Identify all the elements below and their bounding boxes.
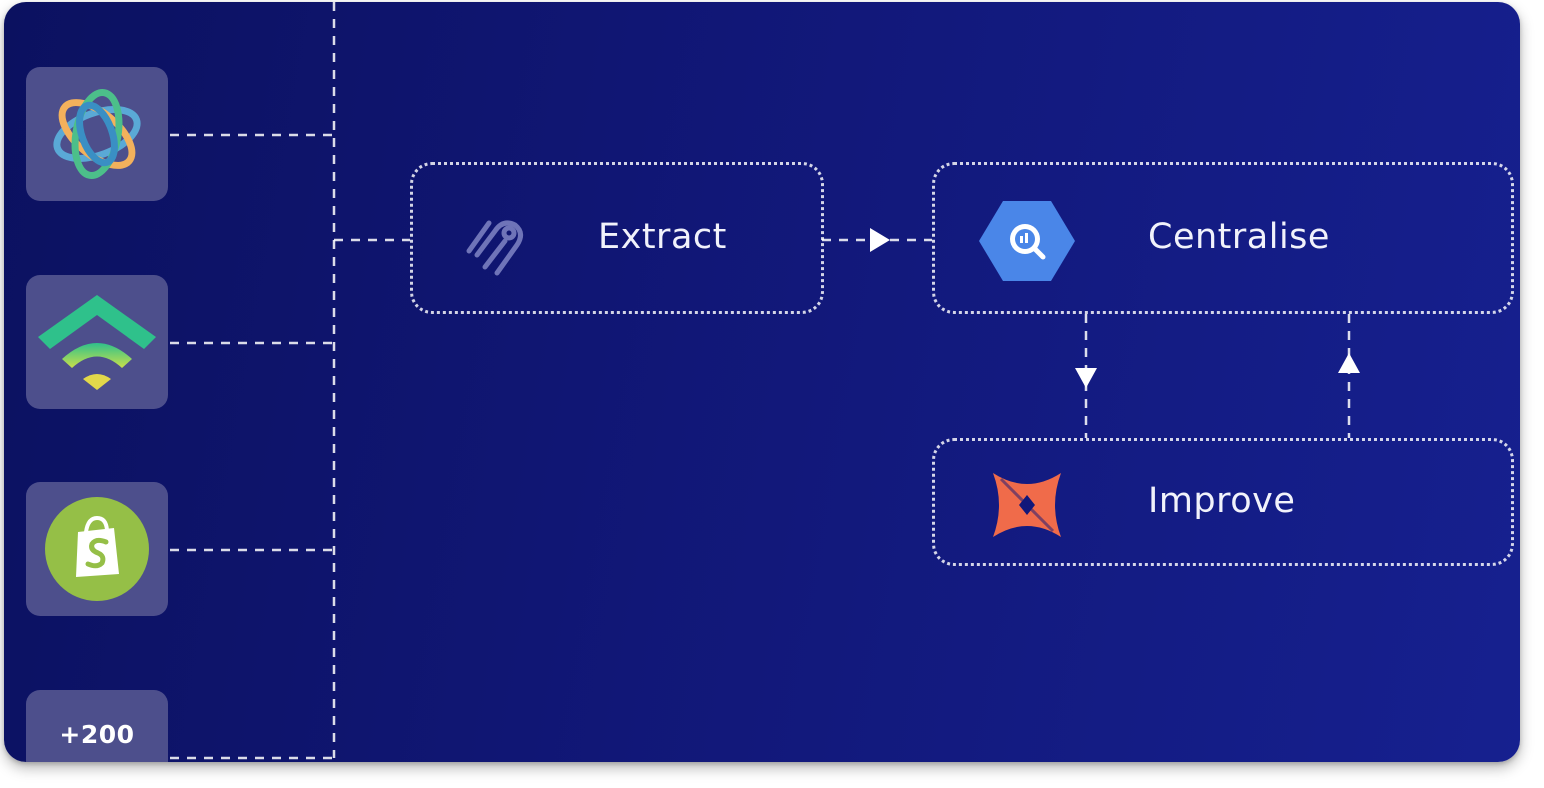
source-tile-2 <box>26 275 168 409</box>
dbt-logo-icon <box>993 473 1061 537</box>
orbit-logo-icon <box>53 88 141 180</box>
wifi-signal-logo-icon <box>38 295 156 390</box>
shopify-logo-icon <box>45 497 149 601</box>
extract-step: Extract <box>410 162 824 314</box>
improve-step: Improve <box>932 438 1514 566</box>
centralise-step: Centralise <box>932 162 1514 314</box>
source-tile-1 <box>26 67 168 201</box>
airbyte-logo-icon <box>466 220 523 276</box>
arrow-up-icon <box>1338 353 1360 373</box>
pipeline-diagram: +200 Extract Centralise <box>4 2 1520 762</box>
centralise-label: Centralise <box>1148 217 1330 257</box>
bigquery-logo-icon <box>979 201 1075 281</box>
improve-label: Improve <box>1148 481 1296 521</box>
source-tile-3 <box>26 482 168 616</box>
more-sources-count: +200 <box>59 720 135 749</box>
source-tile-more: +200 <box>26 690 168 762</box>
arrow-down-icon <box>1075 368 1097 388</box>
connector-lines <box>170 2 1360 760</box>
extract-label: Extract <box>598 217 727 257</box>
arrow-right-icon <box>870 228 890 252</box>
